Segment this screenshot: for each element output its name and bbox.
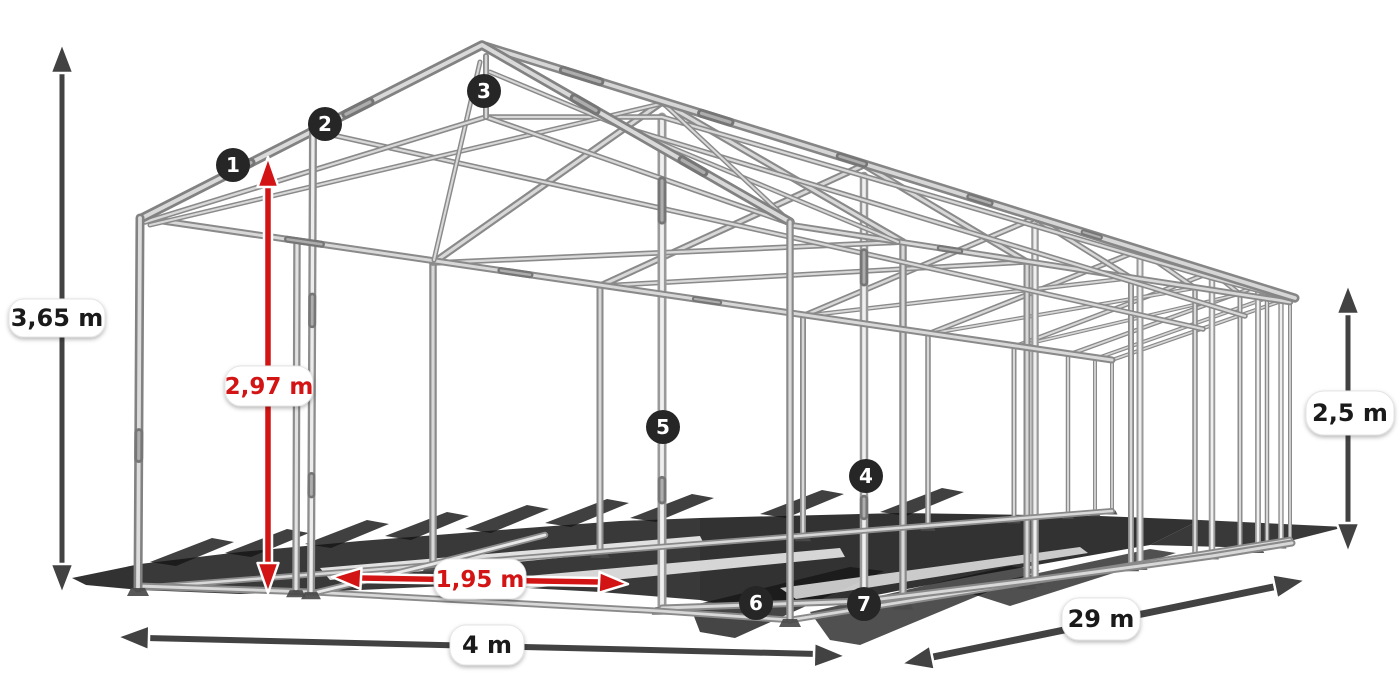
- marker-6: 6: [739, 586, 773, 620]
- dimension-label-total-height: 3,65 m: [8, 298, 106, 338]
- frame-tubes: [127, 40, 1300, 627]
- marker-2: 2: [308, 107, 342, 141]
- marker-1: 1: [216, 148, 250, 182]
- svg-text:4 m: 4 m: [462, 631, 512, 659]
- part-markers: 1 2 3 4 5 6 7: [216, 74, 883, 621]
- marker-3: 3: [467, 74, 501, 108]
- svg-text:4: 4: [859, 464, 873, 488]
- svg-text:6: 6: [749, 591, 763, 615]
- svg-text:1: 1: [226, 153, 240, 177]
- dimension-label-length: 29 m: [1061, 597, 1141, 641]
- svg-text:1,95 m: 1,95 m: [436, 567, 525, 593]
- svg-text:2,97 m: 2,97 m: [225, 374, 314, 400]
- svg-text:29 m: 29 m: [1068, 605, 1135, 633]
- marker-7: 7: [847, 587, 881, 621]
- dimension-label-width: 4 m: [449, 624, 525, 666]
- marker-5: 5: [646, 410, 680, 444]
- svg-text:7: 7: [857, 592, 871, 616]
- dimension-label-side-height: 2,5 m: [1305, 390, 1395, 436]
- svg-text:2: 2: [318, 112, 332, 136]
- svg-text:3,65 m: 3,65 m: [11, 304, 104, 332]
- svg-text:3: 3: [477, 79, 491, 103]
- svg-text:2,5 m: 2,5 m: [1312, 399, 1388, 427]
- marker-4: 4: [849, 459, 883, 493]
- dimension-labels: 3,65 m 2,97 m 2,5 m 1,95 m 4 m 29 m: [8, 298, 1395, 666]
- dimension-label-clear-height: 2,97 m: [224, 365, 314, 407]
- svg-text:5: 5: [656, 415, 670, 439]
- dimension-label-bay-spacing: 1,95 m: [433, 558, 527, 600]
